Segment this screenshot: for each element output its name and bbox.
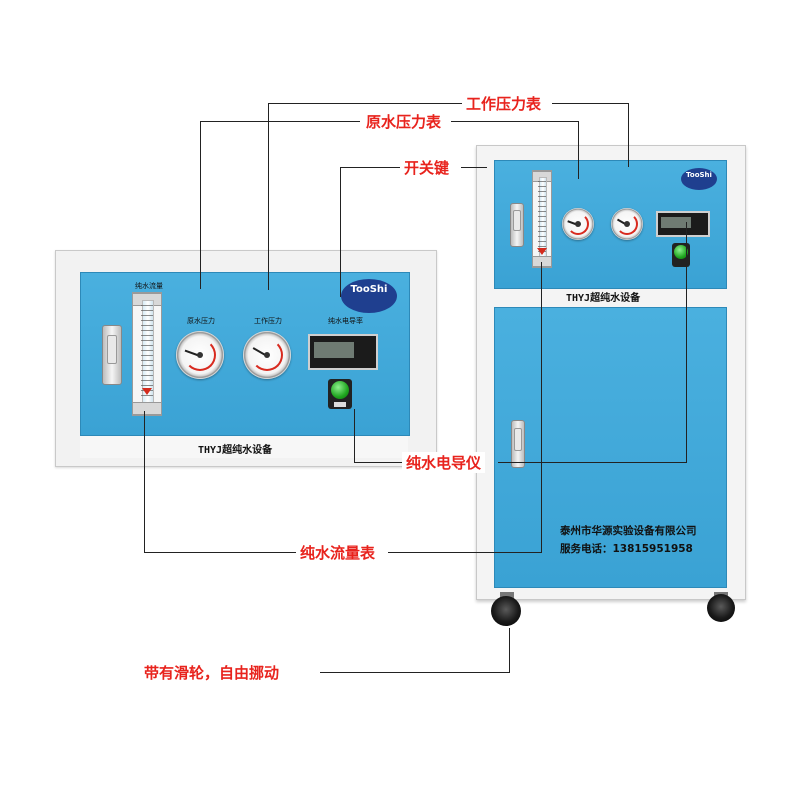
callout-flow-meter: 纯水流量表 [296, 542, 380, 563]
leader-raw-pressure-v1 [200, 121, 201, 289]
closeup-logo-text: TooShi [350, 284, 388, 295]
closeup-flow-label: 纯水流量 [135, 282, 163, 290]
leader-casters-h [320, 672, 510, 673]
leader-flow-h [144, 552, 296, 553]
cabinet-label-strip: THYJ超纯水设备 [494, 288, 725, 304]
closeup-flow-meter-icon [132, 292, 162, 416]
closeup-work-pressure-label: 工作压力 [254, 317, 282, 325]
leader-work-pressure-v2 [628, 103, 629, 167]
cabinet-logo-text: TooShi [686, 171, 712, 179]
leader-conductivity-v [354, 409, 355, 463]
closeup-brand-logo: TooShi [341, 279, 397, 313]
leader-switch-h2 [461, 167, 487, 168]
leader-work-pressure-v1 [268, 103, 269, 290]
closeup-label-strip: THYJ超纯水设备 [80, 436, 408, 458]
cabinet-work-pressure-gauge-icon [611, 208, 643, 240]
callout-raw-pressure: 原水压力表 [362, 111, 446, 132]
company-phone: 服务电话：13815951958 [560, 543, 693, 555]
leader-raw-pressure-v2 [578, 121, 579, 179]
caster-right-icon [707, 594, 735, 622]
cabinet-raw-pressure-gauge-icon [562, 208, 594, 240]
leader-switch-v1 [340, 167, 341, 297]
cabinet-strip-label: THYJ超纯水设备 [566, 293, 641, 304]
closeup-raw-pressure-gauge-icon [176, 331, 224, 379]
leader-casters-v [509, 628, 510, 673]
closeup-strip-label: THYJ超纯水设备 [198, 445, 273, 456]
leader-conductivity-h [354, 462, 402, 463]
company-info: 泰州市华源实验设备有限公司 服务电话：13815951958 [560, 522, 730, 566]
leader-switch-h [340, 167, 400, 168]
leader-work-pressure-h [268, 103, 466, 104]
caster-left-icon [491, 596, 521, 626]
leader-raw-pressure-h2 [451, 121, 579, 122]
leader-flow-v2 [541, 262, 542, 553]
closeup-conductivity-meter-icon [308, 334, 378, 370]
closeup-work-pressure-gauge-icon [243, 331, 291, 379]
callout-switch: 开关键 [400, 157, 454, 178]
cabinet-lower-handle [511, 420, 525, 468]
closeup-raw-pressure-label: 原水压力 [187, 317, 215, 325]
cabinet-power-switch [672, 243, 690, 267]
cabinet-lower-door [494, 307, 727, 588]
closeup-power-switch [328, 379, 352, 409]
cabinet-conductivity-meter-icon [656, 211, 710, 237]
leader-raw-pressure-h [200, 121, 360, 122]
leader-conductivity-h2 [498, 462, 686, 463]
company-name: 泰州市华源实验设备有限公司 [560, 525, 697, 537]
leader-conductivity-v2 [686, 222, 687, 463]
callout-casters: 带有滑轮，自由挪动 [140, 662, 284, 683]
cabinet-upper-handle [510, 203, 524, 247]
leader-work-pressure-h2 [552, 103, 628, 104]
cabinet-brand-logo: TooShi [681, 168, 717, 190]
callout-conductivity: 纯水电导仪 [402, 452, 486, 473]
callout-work-pressure: 工作压力表 [462, 93, 546, 114]
leader-flow-h2 [388, 552, 541, 553]
closeup-conductivity-label: 纯水电导率 [328, 317, 363, 325]
cabinet-flow-meter-icon [532, 170, 552, 268]
leader-flow-v [144, 411, 145, 553]
closeup-door-handle [102, 325, 122, 385]
